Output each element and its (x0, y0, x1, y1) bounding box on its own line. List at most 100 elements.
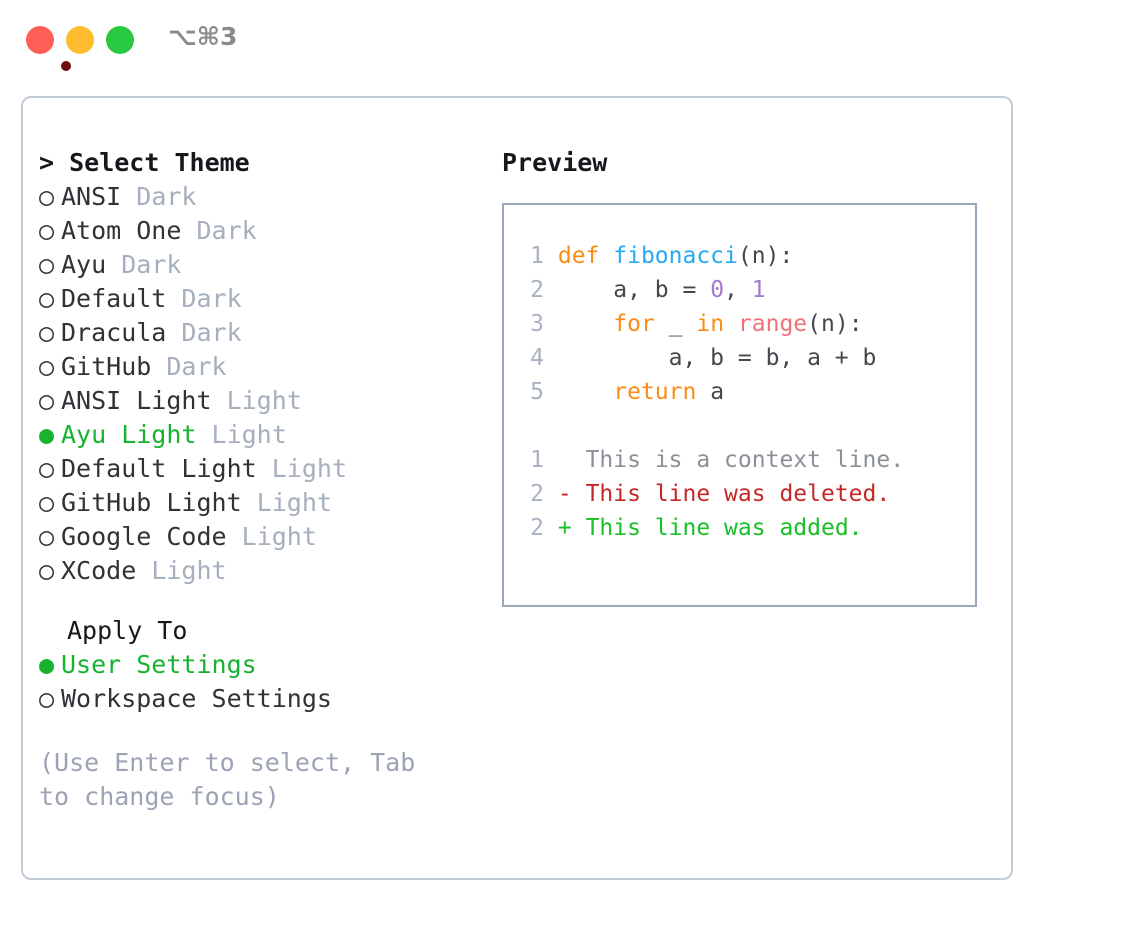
code-token: fibonacci (613, 243, 738, 269)
radio-unselected-icon: ○ (39, 284, 55, 313)
theme-option-default-light[interactable]: ○Default Light Light (39, 452, 469, 486)
theme-category-label: Dark (196, 216, 257, 245)
radio-selected-icon: ● (39, 420, 55, 449)
line-number: 2 (530, 515, 544, 541)
theme-name: XCode (61, 556, 137, 585)
radio-unselected-icon: ○ (39, 454, 55, 483)
code-token: 1 (751, 277, 766, 303)
theme-option-dracula[interactable]: ○Dracula Dark (39, 316, 469, 350)
keyboard-hint-text: (Use Enter to select, Tab to change focu… (39, 748, 431, 811)
code-token (724, 311, 738, 337)
code-token: 0 (710, 277, 725, 303)
line-number: 1 (530, 447, 544, 473)
theme-list[interactable]: ○ANSI Dark○Atom One Dark○Ayu Dark○Defaul… (39, 180, 469, 588)
code-token: for (613, 311, 655, 337)
theme-category-label: Light (211, 420, 287, 449)
minimize-button[interactable] (66, 26, 94, 54)
diff-text: This is a context line. (585, 447, 905, 473)
code-token (558, 379, 613, 405)
theme-category-label: Dark (121, 250, 182, 279)
code-token: def (557, 243, 614, 269)
code-line: 3 for _ in range(n): (518, 307, 975, 341)
theme-category-label: Light (271, 454, 347, 483)
radio-unselected-icon: ○ (39, 182, 55, 211)
line-number: 5 (530, 379, 544, 405)
code-token: _ (654, 311, 697, 337)
theme-category-label: Dark (166, 352, 227, 381)
theme-name: Google Code (61, 522, 227, 551)
diff-line: 2 + This line was added. (518, 511, 975, 545)
theme-category-label: Light (256, 488, 332, 517)
code-token: (n): (807, 311, 863, 337)
diff-marker: + (557, 515, 572, 541)
line-number: 2 (530, 481, 544, 507)
line-number: 2 (530, 277, 544, 303)
diff-line: 1 This is a context line. (518, 443, 975, 477)
theme-category-label: Dark (136, 182, 197, 211)
spacer (518, 409, 975, 443)
diff-line: 2 - This line was deleted. (518, 477, 975, 511)
theme-name: ANSI (61, 182, 122, 211)
apply-to-option-user-settings[interactable]: ●User Settings (39, 648, 469, 682)
theme-option-default[interactable]: ○Default Dark (39, 282, 469, 316)
code-token: a (696, 379, 725, 405)
theme-option-ayu[interactable]: ○Ayu Dark (39, 248, 469, 282)
select-theme-heading: > Select Theme (39, 148, 250, 177)
theme-name: GitHub (61, 352, 152, 381)
spacer (39, 588, 469, 614)
diff-marker: - (557, 481, 572, 507)
theme-category-label: Light (151, 556, 227, 585)
theme-option-ansi[interactable]: ○ANSI Dark (39, 180, 469, 214)
theme-option-xcode[interactable]: ○XCode Light (39, 554, 469, 588)
theme-option-github[interactable]: ○GitHub Dark (39, 350, 469, 384)
line-number: 4 (530, 345, 544, 371)
theme-option-ansi-light[interactable]: ○ANSI Light Light (39, 384, 469, 418)
code-token: return (613, 379, 697, 405)
theme-name: Dracula (61, 318, 167, 347)
theme-category-label: Light (226, 386, 302, 415)
theme-option-ayu-light[interactable]: ●Ayu Light Light (39, 418, 469, 452)
code-token: range (737, 311, 808, 337)
theme-option-atom-one[interactable]: ○Atom One Dark (39, 214, 469, 248)
recording-indicator-icon (61, 61, 71, 71)
diff-text: This line was deleted. (585, 481, 891, 507)
apply-to-heading: Apply To (67, 616, 188, 645)
code-token: , (724, 277, 752, 303)
radio-unselected-icon: ○ (39, 556, 55, 585)
maximize-button[interactable] (106, 26, 134, 54)
code-line: 2 a, b = 0, 1 (518, 273, 975, 307)
theme-name: GitHub Light (61, 488, 242, 517)
radio-unselected-icon: ○ (39, 488, 55, 517)
apply-to-list[interactable]: ●User Settings○Workspace Settings (39, 648, 469, 716)
theme-name: Atom One (61, 216, 182, 245)
apply-to-option-workspace-settings[interactable]: ○Workspace Settings (39, 682, 469, 716)
apply-to-label: User Settings (61, 650, 257, 679)
theme-name: Default Light (61, 454, 257, 483)
code-token: (n): (737, 243, 794, 269)
diff-block: 1 This is a context line.2 - This line w… (518, 443, 975, 545)
theme-option-github-light[interactable]: ○GitHub Light Light (39, 486, 469, 520)
code-token: in (696, 311, 725, 337)
theme-category-label: Light (241, 522, 317, 551)
radio-unselected-icon: ○ (39, 386, 55, 415)
theme-name: Default (61, 284, 167, 313)
close-button[interactable] (26, 26, 71, 71)
code-token: a, b = (557, 277, 711, 303)
radio-unselected-icon: ○ (39, 216, 55, 245)
theme-category-label: Dark (181, 318, 242, 347)
radio-unselected-icon: ○ (39, 522, 55, 551)
line-number: 3 (530, 311, 544, 337)
title-bar: ⌥⌘3 (0, 0, 1140, 78)
radio-unselected-icon: ○ (39, 684, 55, 713)
code-line: 4 a, b = b, a + b (518, 341, 975, 375)
main-panel: > Select Theme ○ANSI Dark○Atom One Dark○… (21, 96, 1013, 880)
theme-option-google-code[interactable]: ○Google Code Light (39, 520, 469, 554)
radio-unselected-icon: ○ (39, 352, 55, 381)
theme-name: Ayu Light (61, 420, 197, 449)
code-token: a, b = b, a + b (557, 345, 877, 371)
diff-text: This line was added. (585, 515, 863, 541)
code-line: 1 def fibonacci(n): (518, 239, 975, 273)
